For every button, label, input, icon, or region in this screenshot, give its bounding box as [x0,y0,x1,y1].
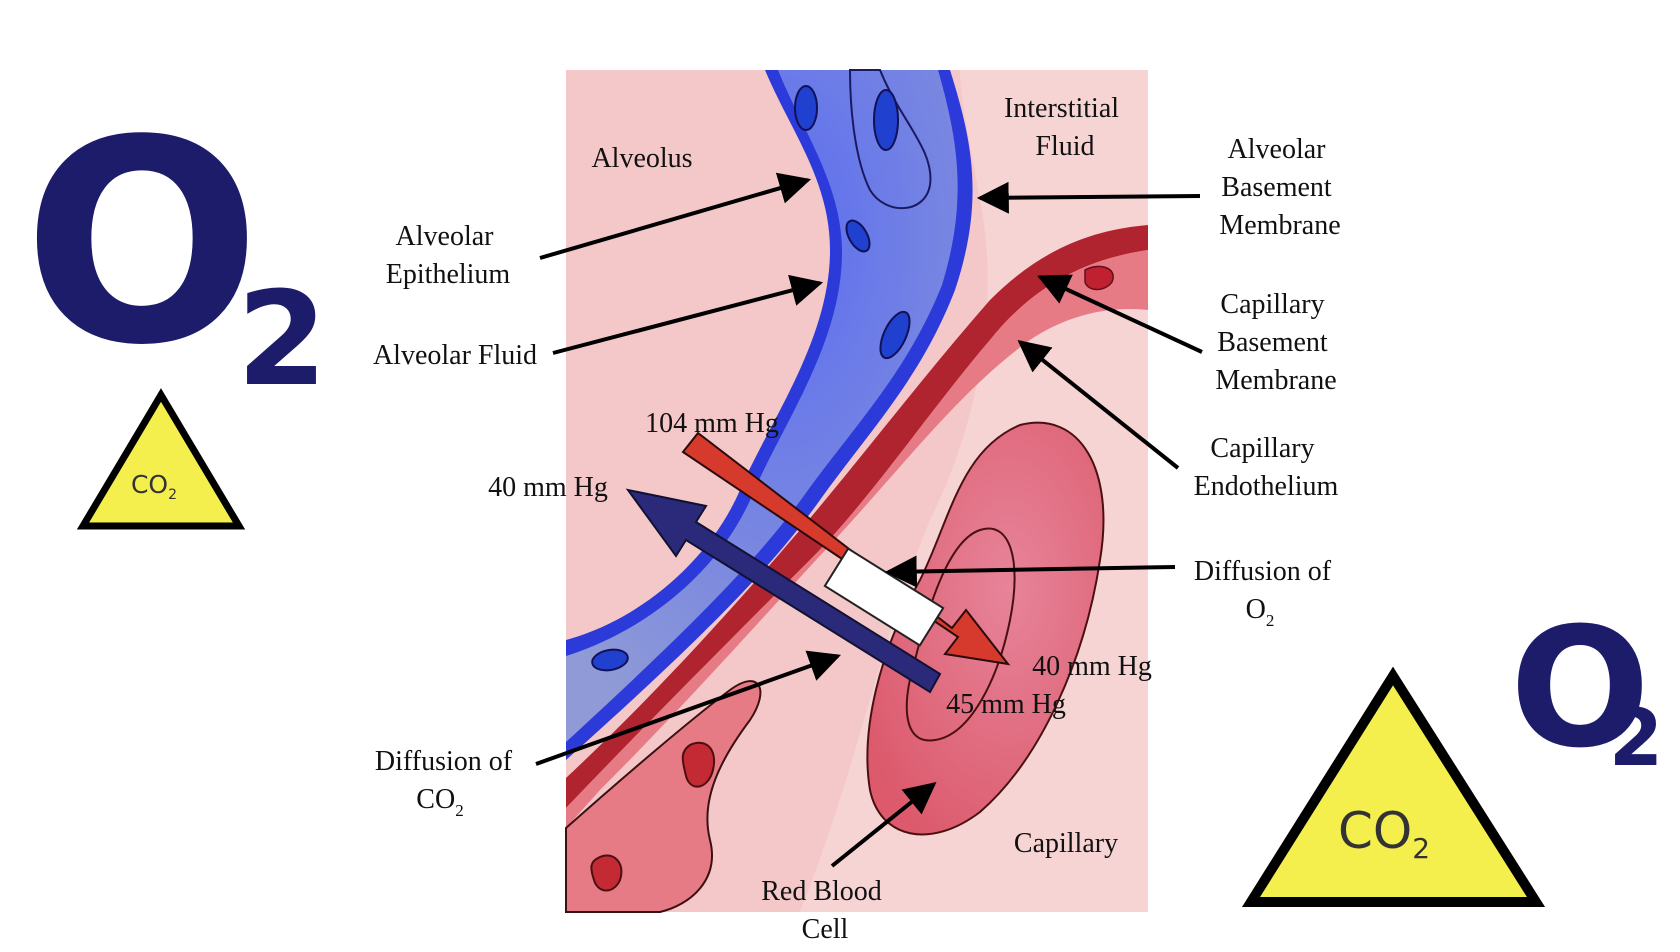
svg-text:O: O [23,81,261,407]
labels: Alveolus Interstitial Fluid Alveolar Bas… [373,93,1341,945]
label-alveolus: Alveolus [591,143,692,174]
label-capillary-basement-membrane: Capillary Basement Membrane [1215,289,1336,396]
co2-warning-triangle-small-icon: CO2 [76,388,246,530]
diagram-panel [565,69,1148,913]
o2-diffusion-arrow [681,431,1011,666]
red-blood-cell [866,421,1105,836]
label-alveolar-epithelium: Alveolar Epithelium [386,221,511,290]
pointer-red-blood-cell [830,781,937,868]
label-capillary: Capillary [1014,828,1118,859]
o2-large-icon: O 2 [23,81,327,415]
capillary-lower-segment [565,680,762,913]
label-red-blood-cell: Red Blood Cell [761,876,889,945]
svg-text:2: 2 [237,263,327,415]
label-interstitial-fluid: Interstitial Fluid [1004,93,1126,162]
pointer-alveolar-fluid [552,274,824,355]
o2-small-icon: O 2 [1510,592,1663,784]
co2-diffusion-arrow [625,488,942,694]
pointer-capillary-endothelium [1017,340,1180,470]
label-alveolar-basement-membrane: Alveolar Basement Membrane [1219,134,1340,241]
svg-text:2: 2 [1609,694,1663,784]
svg-text:O: O [1510,592,1650,784]
red-blood-cell-center [905,527,1016,742]
pointer-alveolar-epithelium [539,172,812,260]
epithelial-nuclei [591,85,911,672]
pointer-capillary-basement-membrane [1037,274,1203,354]
svg-text:CO2: CO2 [1338,802,1430,865]
label-capillary-endothelium: Capillary Endothelium [1194,433,1339,502]
alveolar-cell-nucleus [848,69,932,210]
label-pressure-104: 104 mm Hg [645,408,779,439]
label-diffusion-co2: Diffusion of CO2 [375,746,519,820]
pointer-alveolar-basement-membrane [976,181,1201,214]
capillary-endothelium-nucleus [1084,265,1114,291]
co2-warning-triangle-large-icon: CO2 [1241,666,1546,907]
svg-text:CO2: CO2 [131,470,177,503]
pointer-arrows [535,172,1203,868]
label-pressure-40-capillary: 40 mm Hg [1032,651,1152,682]
label-pressure-40-alveolus: 40 mm Hg [488,472,608,503]
pointer-diffusion-co2 [535,650,842,766]
label-diffusion-o2: Diffusion of O2 [1194,556,1338,630]
capillary-endothelium [566,250,1148,828]
label-pressure-45: 45 mm Hg [946,689,1066,720]
pointer-diffusion-o2 [884,555,1176,588]
red-blood-cells-small [590,741,716,892]
label-alveolar-fluid: Alveolar Fluid [373,340,537,371]
